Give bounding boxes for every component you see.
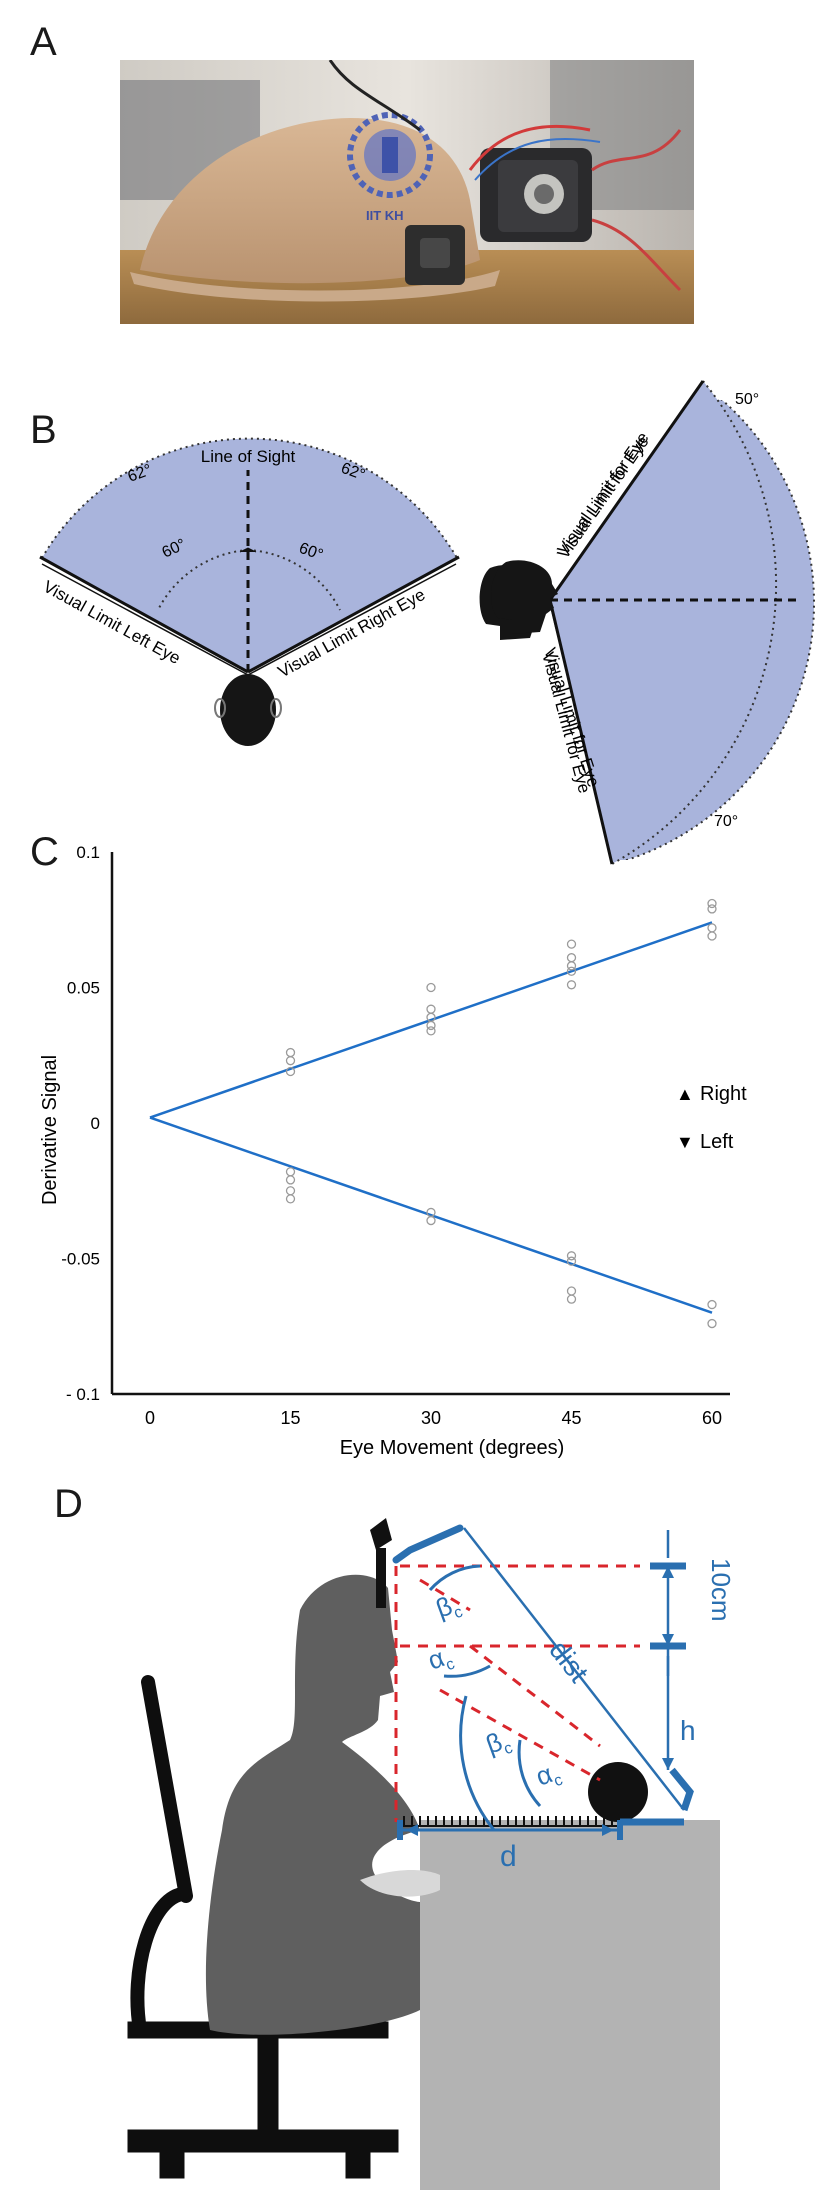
data-point-right xyxy=(285,1056,296,1066)
data-point-left xyxy=(426,1215,436,1226)
head-side-silhouette xyxy=(491,560,558,634)
data-point-left xyxy=(285,1186,296,1196)
derivative-signal-chart: 0.1 0.05 0 -0.05 - 0.1 0 15 30 45 60 Derivative … xyxy=(39,843,747,1459)
h-label: h xyxy=(680,1715,696,1746)
legend-marker-left: ▼ xyxy=(676,1132,694,1152)
legend-label-right: Right xyxy=(700,1083,747,1105)
x-tick-label: 15 xyxy=(280,1408,300,1428)
institute-logo xyxy=(347,112,433,198)
data-point-right xyxy=(566,961,577,971)
data-point-right xyxy=(285,1047,296,1058)
x-axis-title: Eye Movement (degrees) xyxy=(340,1437,565,1459)
data-point-left xyxy=(566,1286,577,1296)
data-point-right xyxy=(566,939,577,949)
data-point-right xyxy=(426,1026,436,1036)
data-point-left xyxy=(566,1251,577,1261)
data-point-left xyxy=(707,1299,717,1310)
data-point-right xyxy=(285,1066,296,1077)
data-point-right xyxy=(707,931,717,941)
y-axis-title: Derivative Signal xyxy=(39,1055,61,1205)
x-tick-label: 0 xyxy=(145,1408,155,1428)
data-point-right xyxy=(566,953,577,963)
panel-label-b: B xyxy=(30,408,57,452)
panel-label-d: D xyxy=(54,1482,83,1526)
vertical-field-overlay: Visual Limit for Eye Visual Limit for Ey… xyxy=(491,380,790,865)
data-point-right xyxy=(426,1020,436,1031)
ten-cm-label: 10cm xyxy=(706,1558,736,1622)
vertical-field-arc xyxy=(623,400,816,860)
inner-arc-right xyxy=(247,549,341,611)
y-tick-label: - 0.1 xyxy=(66,1385,100,1404)
line-of-sight-label: Line of Sight xyxy=(201,447,296,466)
fit-line-right xyxy=(149,921,713,1119)
panel-label-c: C xyxy=(30,830,59,874)
lower-angle-label: 70° xyxy=(714,813,738,830)
panel-label-a: A xyxy=(30,20,57,64)
data-point-left xyxy=(285,1167,296,1177)
target-object xyxy=(588,1762,648,1822)
data-point-right xyxy=(707,904,717,914)
right-limit-line xyxy=(247,555,460,674)
y-tick-label: 0.05 xyxy=(67,979,100,998)
legend: ▲ Right ▼ Left xyxy=(676,1083,747,1153)
beta-top-label: βc xyxy=(432,1588,465,1628)
headgear-photo-drawing: IIT KH xyxy=(120,60,694,324)
data-point-right xyxy=(707,898,717,909)
inner-arc-left xyxy=(157,549,249,611)
person-silhouette xyxy=(205,1574,420,2035)
blue-arrowheads xyxy=(406,1566,674,1836)
x-tick-label: 60 xyxy=(702,1408,722,1428)
data-point-right xyxy=(707,923,717,933)
x-tick-label: 45 xyxy=(561,1408,581,1428)
dist-label: dist xyxy=(543,1635,594,1689)
upper-angle-label: 50° xyxy=(735,391,759,408)
y-tick-label: 0.1 xyxy=(76,843,100,862)
x-tick-label: 30 xyxy=(421,1408,441,1428)
d-label: d xyxy=(500,1840,517,1873)
cap-text: IIT KH xyxy=(366,208,404,223)
legend-label-left: Left xyxy=(700,1131,734,1153)
fit-line-left xyxy=(149,1116,713,1314)
data-point-left xyxy=(566,1256,577,1266)
horizontal-field-fan: Line of Sight 62° 62° 60° 60° Visual Lim… xyxy=(39,437,460,746)
red-guides xyxy=(394,1564,640,1822)
y-tick-label: -0.05 xyxy=(61,1250,100,1269)
alpha-bottom-label: αc xyxy=(532,1756,565,1796)
head-top-view xyxy=(220,674,276,746)
y-tick-label: 0 xyxy=(91,1114,100,1133)
setup-geometry-diagram: βc αc βc αc dist h d 10cm xyxy=(127,1518,736,2190)
head-camera xyxy=(370,1518,392,1550)
left-limit-line xyxy=(39,555,249,674)
data-point-right xyxy=(566,966,577,976)
data-point-right xyxy=(566,980,577,990)
data-point-right xyxy=(426,1004,436,1014)
legend-marker-right: ▲ xyxy=(676,1084,694,1104)
desk xyxy=(420,1820,720,2190)
data-point-left xyxy=(285,1194,296,1204)
sensor-module xyxy=(328,60,682,292)
data-point-left xyxy=(566,1294,577,1304)
data-point-right xyxy=(426,982,436,993)
data-point-left xyxy=(285,1175,296,1185)
data-point-left xyxy=(707,1318,717,1329)
headgear-photo: IIT KH xyxy=(120,60,694,324)
